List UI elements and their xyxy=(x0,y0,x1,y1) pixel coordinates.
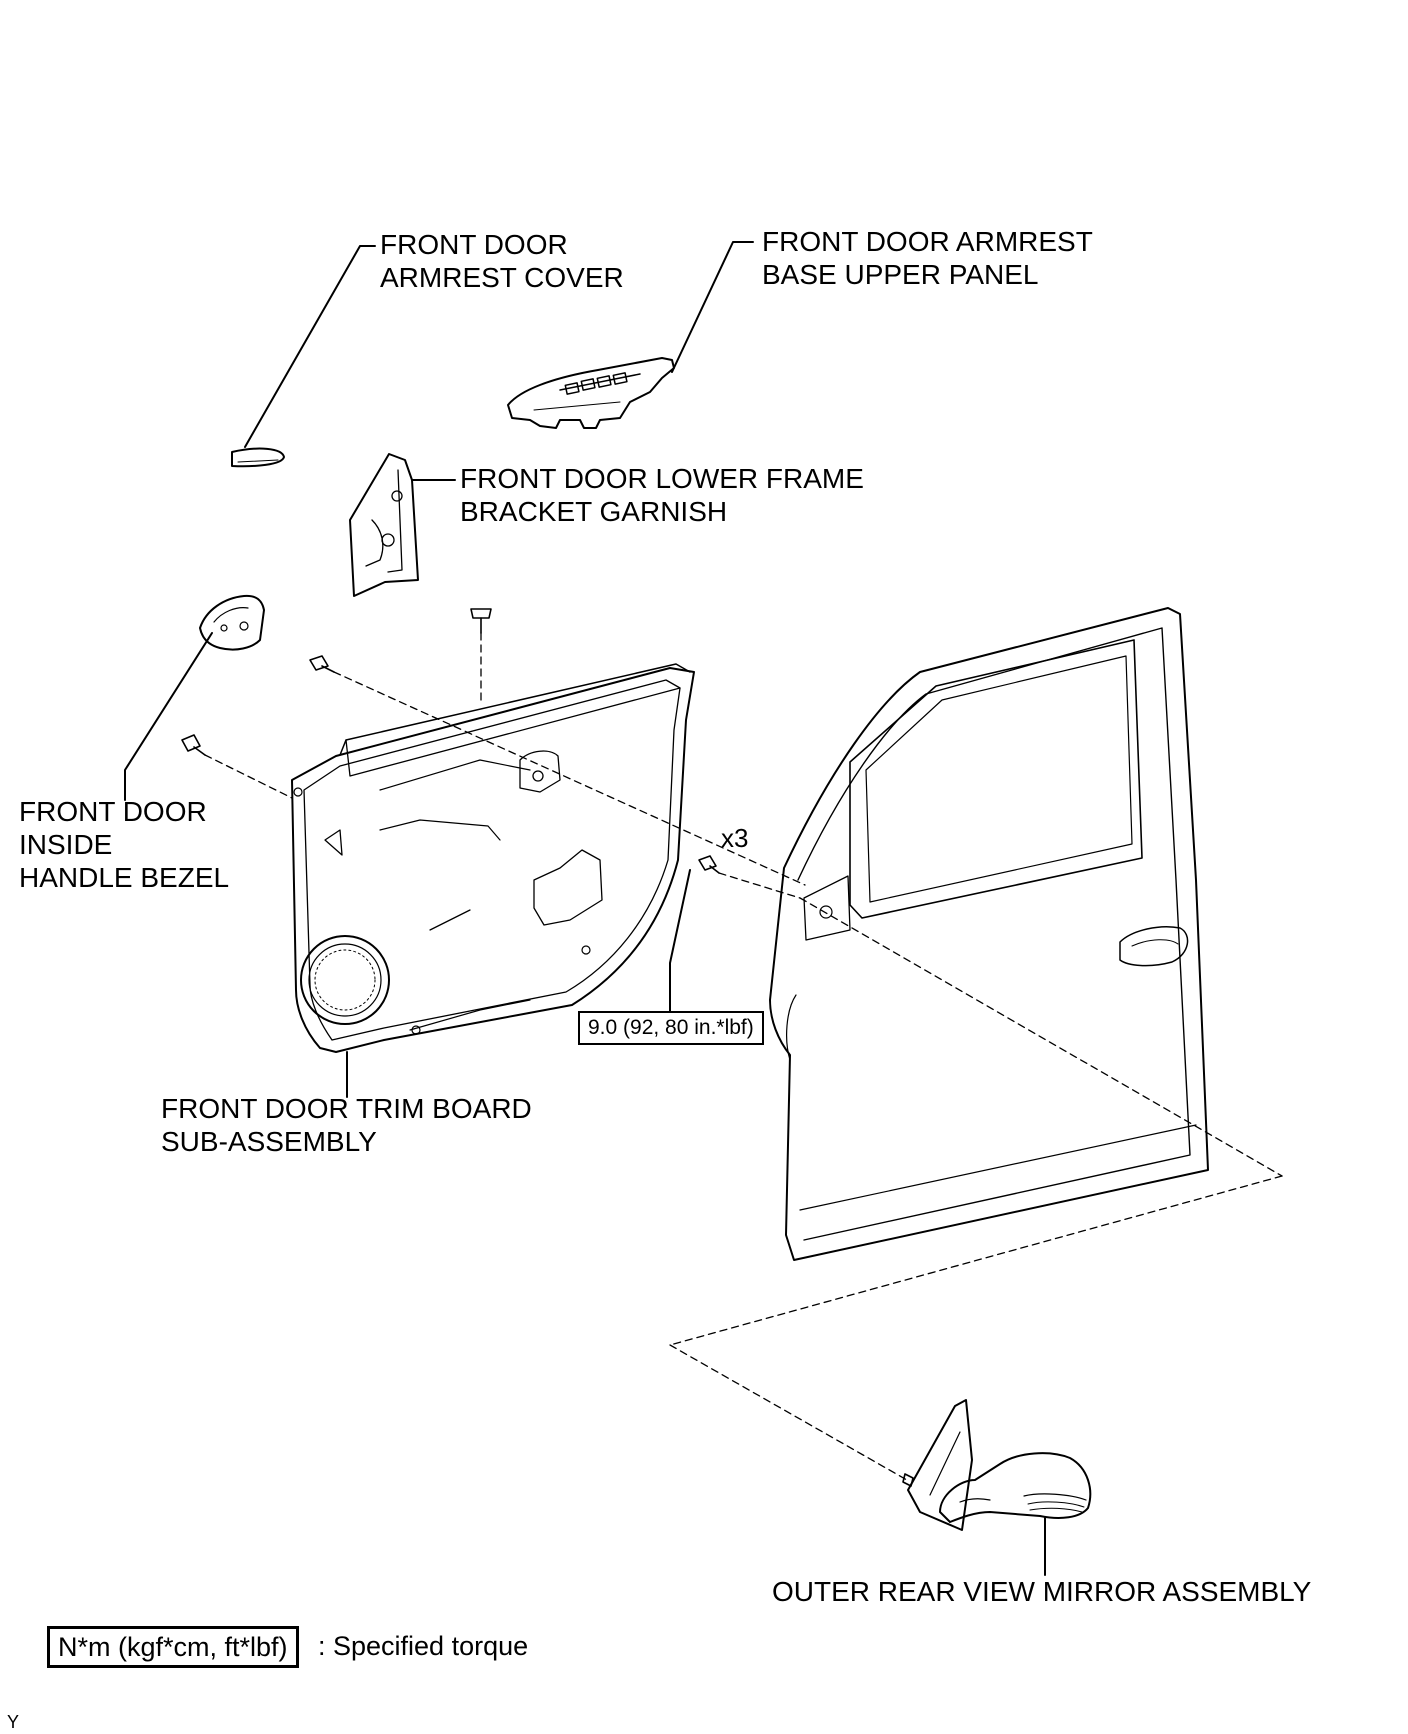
inside-handle-bezel-part xyxy=(199,594,265,651)
label-armrest-base-upper-panel: FRONT DOOR ARMREST BASE UPPER PANEL xyxy=(762,225,1093,291)
label-line: FRONT DOOR TRIM BOARD xyxy=(161,1093,532,1124)
label-line: SUB-ASSEMBLY xyxy=(161,1126,377,1157)
label-outer-rear-view-mirror: OUTER REAR VIEW MIRROR ASSEMBLY xyxy=(772,1575,1311,1608)
label-line: ARMREST COVER xyxy=(380,262,624,293)
label-line: HANDLE BEZEL xyxy=(19,862,230,893)
label-line: INSIDE xyxy=(19,829,113,860)
legend-text: : Specified torque xyxy=(318,1631,529,1661)
leader-lines xyxy=(124,241,1046,1576)
label-trim-board: FRONT DOOR TRIM BOARD SUB-ASSEMBLY xyxy=(161,1092,532,1158)
armrest-cover-part xyxy=(231,447,285,468)
figure-code: Y xyxy=(7,1712,20,1732)
label-line: FRONT DOOR ARMREST xyxy=(762,226,1093,257)
front-door-trim-board-part xyxy=(291,663,695,1053)
label-line: BASE UPPER PANEL xyxy=(762,259,1039,290)
quantity-label: x3 xyxy=(721,823,749,853)
torque-spec-box: 9.0 (92, 80 in.*lbf) xyxy=(578,1011,764,1045)
label-armrest-cover: FRONT DOOR ARMREST COVER xyxy=(380,228,624,294)
assembly-dashed-lines xyxy=(204,632,1283,1481)
label-line: OUTER REAR VIEW MIRROR ASSEMBLY xyxy=(772,1576,1312,1607)
front-door-body-part xyxy=(769,607,1209,1261)
armrest-base-upper-panel-part xyxy=(507,357,675,429)
lower-frame-bracket-garnish-part xyxy=(349,453,419,597)
label-line: FRONT DOOR xyxy=(19,796,207,827)
legend-unit-box: N*m (kgf*cm, ft*lbf) xyxy=(47,1626,299,1668)
clip-fasteners xyxy=(181,608,914,1487)
label-line: BRACKET GARNISH xyxy=(460,496,728,527)
label-line: FRONT DOOR LOWER FRAME xyxy=(460,463,864,494)
label-lower-frame-bracket-garnish: FRONT DOOR LOWER FRAME BRACKET GARNISH xyxy=(460,462,864,528)
outer-rear-view-mirror-part xyxy=(907,1399,1092,1531)
label-inside-handle-bezel: FRONT DOOR INSIDE HANDLE BEZEL xyxy=(19,795,229,894)
label-line: FRONT DOOR xyxy=(380,229,568,260)
